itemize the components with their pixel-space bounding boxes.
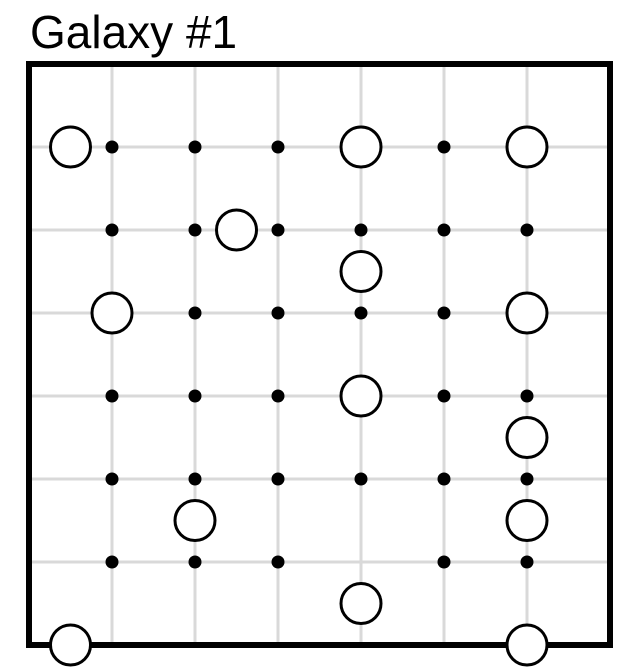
- grid-dot[interactable]: [271, 472, 285, 486]
- grid-dot[interactable]: [354, 472, 368, 486]
- galaxy-center-circle: [339, 250, 383, 293]
- grid-dots: [105, 140, 534, 569]
- galaxy-center-circle: [505, 125, 549, 169]
- galaxy-center-circle: [49, 623, 92, 667]
- grid-dot[interactable]: [271, 555, 285, 569]
- grid-dot[interactable]: [437, 140, 451, 154]
- galaxy-center-circle: [505, 416, 549, 459]
- galaxy-center-circle: [339, 125, 383, 169]
- galaxy-center-circle: [339, 582, 383, 625]
- galaxy-center-circle: [49, 125, 92, 169]
- grid-dot[interactable]: [105, 472, 119, 486]
- galaxy-center-circle: [173, 499, 217, 542]
- grid-dot[interactable]: [105, 389, 119, 403]
- grid-dot[interactable]: [188, 555, 202, 569]
- grid-dot[interactable]: [188, 140, 202, 154]
- galaxy-center-circle: [505, 291, 549, 335]
- grid-dot[interactable]: [520, 472, 534, 486]
- galaxy-center-circle: [90, 291, 134, 335]
- galaxy-center-circle: [215, 208, 258, 252]
- galaxy-center-circle: [505, 623, 549, 667]
- grid-dot[interactable]: [188, 223, 202, 237]
- grid-dot[interactable]: [188, 472, 202, 486]
- puzzle-title: Galaxy #1: [30, 6, 238, 58]
- grid-dot[interactable]: [437, 223, 451, 237]
- grid-dot[interactable]: [437, 472, 451, 486]
- grid-dot[interactable]: [105, 223, 119, 237]
- galaxy-centers: [49, 125, 549, 667]
- grid-dot[interactable]: [188, 389, 202, 403]
- grid-dot[interactable]: [271, 389, 285, 403]
- galaxy-center-circle: [505, 499, 549, 542]
- grid-dot[interactable]: [271, 306, 285, 320]
- grid-dot[interactable]: [271, 223, 285, 237]
- grid-dot[interactable]: [105, 555, 119, 569]
- grid-dot[interactable]: [354, 306, 368, 320]
- grid-dot[interactable]: [271, 140, 285, 154]
- grid-dot[interactable]: [437, 306, 451, 320]
- grid-dot[interactable]: [188, 306, 202, 320]
- grid-dot[interactable]: [520, 555, 534, 569]
- grid-dot[interactable]: [520, 389, 534, 403]
- board-border: [26, 61, 613, 648]
- grid-dot[interactable]: [437, 389, 451, 403]
- grid-dot[interactable]: [354, 223, 368, 237]
- grid-dot[interactable]: [105, 140, 119, 154]
- grid-dot[interactable]: [520, 223, 534, 237]
- galaxy-center-circle: [339, 374, 383, 418]
- grid-dot[interactable]: [437, 555, 451, 569]
